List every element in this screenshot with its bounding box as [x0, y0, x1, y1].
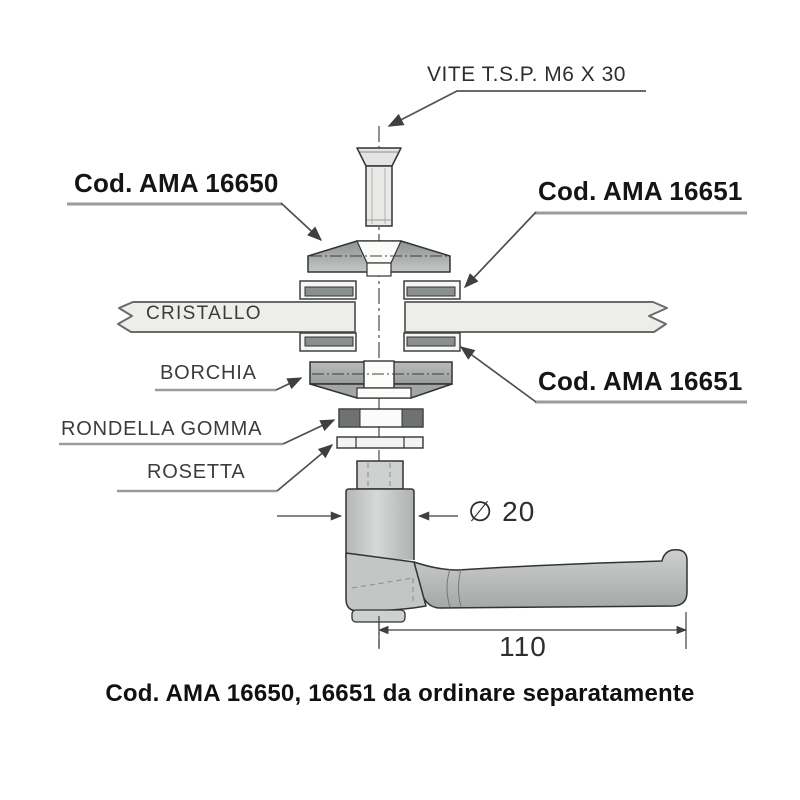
lower-gasket-16651	[299, 332, 461, 352]
code-16651-upper-label: Cod. AMA 16651	[538, 176, 743, 206]
upper-gasket-16651	[299, 280, 461, 300]
leader-lines	[59, 90, 747, 493]
leader-rosetta	[276, 444, 334, 492]
rosette-washer	[336, 436, 424, 449]
ordering-note-caption: Cod. AMA 16650, 16651 da ordinare separa…	[105, 680, 695, 707]
length-dimension-label: 110	[499, 631, 547, 662]
stud-label: BORCHIA	[160, 362, 257, 384]
code-16650-label: Cod. AMA 16650	[74, 168, 279, 198]
handle-barrel	[345, 488, 415, 560]
length-dimension-110	[377, 612, 688, 649]
handle-body	[345, 460, 688, 623]
leader-rondella	[282, 419, 336, 445]
top-cone-washer-16650	[307, 240, 451, 277]
rubber-washer-label: RONDELLA GOMMA	[61, 418, 263, 440]
glass-panel-cristallo	[117, 301, 668, 333]
screw-vite	[356, 147, 402, 227]
handle-neck	[356, 460, 404, 490]
leader-16651-bottom	[459, 346, 537, 403]
leader-16651-top	[463, 211, 537, 289]
leader-borchia	[275, 377, 303, 391]
leader-vite	[387, 90, 646, 127]
handle-lever	[413, 548, 688, 609]
handle-elbow	[345, 552, 427, 612]
rubber-washer-rondella	[338, 408, 424, 428]
leader-16650	[280, 202, 323, 242]
screw-label: VITE T.S.P. M6 X 30	[427, 63, 626, 86]
glass-label: CRISTALLO	[146, 303, 262, 324]
borchia-stud	[309, 360, 453, 399]
rosette-label: ROSETTA	[147, 461, 246, 483]
code-16651-lower-label: Cod. AMA 16651	[538, 366, 743, 396]
diameter-dimension-label: ∅ 20	[468, 496, 536, 527]
